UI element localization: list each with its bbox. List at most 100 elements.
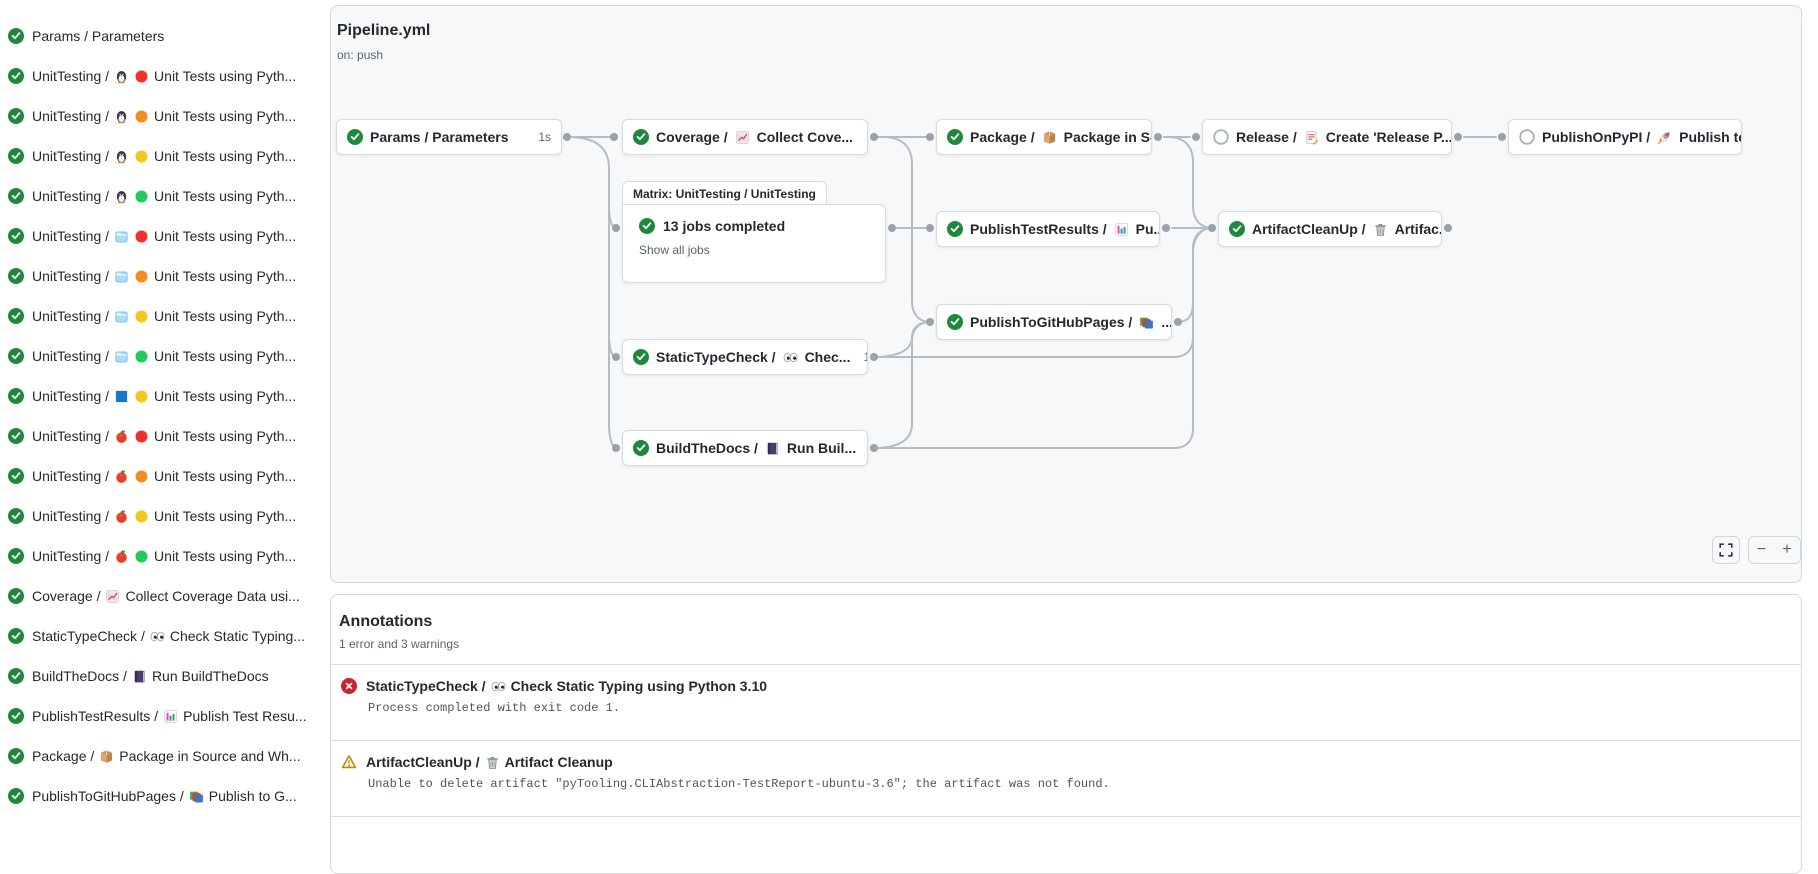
sidebar-job-item[interactable]: UnitTesting /Unit Tests using Pyth...: [0, 56, 330, 96]
dot-green-icon: [134, 549, 149, 564]
node-success-icon: [347, 129, 363, 145]
sidebar-job-item[interactable]: UnitTesting /Unit Tests using Pyth...: [0, 296, 330, 336]
job-label-suffix: Unit Tests using Pyth...: [154, 108, 297, 124]
dot-yellow-icon: [134, 309, 149, 324]
sidebar-job-item[interactable]: UnitTesting / Unit Tests using Pyth...: [0, 176, 330, 216]
graph-node-publishtestresults[interactable]: PublishTestResults /Pu...17s: [936, 211, 1160, 247]
sidebar-job-item[interactable]: StaticTypeCheck /Check Static Typing...: [0, 616, 330, 656]
job-success-icon: [8, 28, 24, 44]
zoom-in-button[interactable]: +: [1774, 536, 1801, 564]
node-success-icon: [633, 440, 649, 456]
error-icon: [341, 678, 357, 694]
sidebar-job-item[interactable]: UnitTesting /Unit Tests using Pyth...: [0, 416, 330, 456]
node-success-icon: [633, 349, 649, 365]
job-label-suffix: Unit Tests using Pyth...: [154, 188, 297, 204]
sidebar-job-item[interactable]: BuildTheDocs /Run BuildTheDocs: [0, 656, 330, 696]
sidebar-job-item[interactable]: UnitTesting /Unit Tests using Pyth...: [0, 216, 330, 256]
job-label: StaticTypeCheck /Check Static Typing...: [32, 628, 305, 644]
node-success-icon: [1229, 221, 1245, 237]
job-label-prefix: UnitTesting /: [32, 148, 110, 164]
sidebar-job-item[interactable]: UnitTesting /Unit Tests using Pyth...: [0, 496, 330, 536]
workflow-graph-card: [330, 5, 1802, 583]
package-icon: [1042, 130, 1057, 145]
dot-orange-icon: [134, 469, 149, 484]
package-icon: [99, 749, 114, 764]
penguin-icon: [114, 189, 129, 204]
sidebar-job-item[interactable]: Package /Package in Source and Wh...: [0, 736, 330, 776]
job-success-icon: [8, 148, 24, 164]
eyes-icon: [783, 350, 798, 365]
sidebar-job-item[interactable]: Params / Parameters: [0, 16, 330, 56]
node-success-icon: [633, 129, 649, 145]
matrix-group-card: 13 jobs completed Show all jobs: [622, 204, 886, 283]
show-all-jobs-link[interactable]: Show all jobs: [639, 243, 710, 257]
node-label-suffix: ...: [1161, 314, 1172, 330]
sidebar-job-item[interactable]: UnitTesting /Unit Tests using Pyth...: [0, 336, 330, 376]
dot-red-icon: [134, 429, 149, 444]
graph-node-buildthedocs[interactable]: BuildTheDocs /Run Buil...47s: [622, 430, 868, 466]
job-label-prefix: StaticTypeCheck /: [32, 628, 145, 644]
node-duration: 47s: [863, 441, 867, 455]
graph-node-package[interactable]: Package /Package in So...25s: [936, 119, 1152, 155]
job-label: UnitTesting /Unit Tests using Pyth...: [32, 428, 296, 444]
chart-up-icon: [105, 589, 120, 604]
sidebar-job-item[interactable]: UnitTesting /Unit Tests using Pyth...: [0, 256, 330, 296]
job-label: BuildTheDocs /Run BuildTheDocs: [32, 668, 269, 684]
job-label-suffix: Unit Tests using Pyth...: [154, 228, 297, 244]
matrix-completed-label: 13 jobs completed: [663, 218, 786, 234]
sidebar-job-item[interactable]: UnitTesting /Unit Tests using Pyth...: [0, 96, 330, 136]
graph-node-publishonpypi[interactable]: PublishOnPyPI /Publish to ...: [1508, 119, 1742, 155]
annotation-message: Process completed with exit code 1.: [368, 701, 621, 715]
zoom-out-button[interactable]: −: [1748, 536, 1775, 564]
job-label: UnitTesting /Unit Tests using Pyth...: [32, 388, 296, 404]
job-label-prefix: UnitTesting /: [32, 188, 110, 204]
node-label-prefix: BuildTheDocs /: [656, 440, 758, 456]
job-label-suffix: Publish to G...: [208, 788, 297, 804]
graph-node-artifactcleanup[interactable]: ArtifactCleanUp /Artifac...3s: [1218, 211, 1442, 247]
fullscreen-button[interactable]: [1712, 536, 1740, 564]
job-success-icon: [8, 668, 24, 684]
job-label: UnitTesting /Unit Tests using Pyth...: [32, 228, 296, 244]
sidebar-job-item[interactable]: PublishTestResults /Publish Test Resu...: [0, 696, 330, 736]
node-label-prefix: StaticTypeCheck /: [656, 349, 776, 365]
job-label-prefix: UnitTesting /: [32, 428, 110, 444]
sidebar-job-item[interactable]: UnitTesting /Unit Tests using Pyth...: [0, 456, 330, 496]
job-label-suffix: Unit Tests using Pyth...: [154, 508, 297, 524]
ice-cube-icon: [114, 309, 129, 324]
job-label: Params / Parameters: [32, 28, 164, 44]
matrix-tab-label: Matrix: UnitTesting / UnitTesting: [622, 181, 827, 206]
sidebar-job-item[interactable]: UnitTesting /Unit Tests using Pyth...: [0, 376, 330, 416]
annotations-summary: 1 error and 3 warnings: [339, 637, 460, 651]
dot-green-icon: [134, 349, 149, 364]
node-label-prefix: Release /: [1236, 129, 1297, 145]
job-label: UnitTesting /Unit Tests using Pyth...: [32, 148, 296, 164]
job-label: PublishToGitHubPages /Publish to G...: [32, 788, 297, 804]
job-success-icon: [8, 108, 24, 124]
workflow-file-title: Pipeline.yml: [337, 22, 431, 39]
apple-icon: [114, 429, 129, 444]
annotation-title-suffix: Check Static Typing using Python 3.10: [510, 678, 768, 694]
annotation-title-suffix: Artifact Cleanup: [504, 754, 613, 770]
job-label: UnitTesting /Unit Tests using Pyth...: [32, 508, 296, 524]
graph-node-coverage[interactable]: Coverage /Collect Cove...25s: [622, 119, 868, 155]
dot-yellow-icon: [134, 509, 149, 524]
job-label-prefix: BuildTheDocs /: [32, 668, 127, 684]
job-label-prefix: Params / Parameters: [32, 28, 165, 44]
sidebar-job-item[interactable]: Coverage /Collect Coverage Data usi...: [0, 576, 330, 616]
graph-node-release[interactable]: Release /Create 'Release P...: [1202, 119, 1452, 155]
job-label-suffix: Collect Coverage Data usi...: [125, 588, 300, 604]
memo-icon: [1304, 130, 1319, 145]
sidebar-job-item[interactable]: PublishToGitHubPages /Publish to G...: [0, 776, 330, 816]
job-label: PublishTestResults /Publish Test Resu...: [32, 708, 307, 724]
graph-node-publishtogithubpages[interactable]: PublishToGitHubPages /...13s: [936, 304, 1172, 340]
sidebar-job-item[interactable]: UnitTesting /Unit Tests using Pyth...: [0, 136, 330, 176]
ice-cube-icon: [114, 349, 129, 364]
sidebar-job-item[interactable]: UnitTesting /Unit Tests using Pyth...: [0, 536, 330, 576]
eyes-icon: [150, 629, 165, 644]
node-success-icon: [947, 314, 963, 330]
node-pending-icon: [1213, 129, 1229, 145]
graph-node-statictypecheck[interactable]: StaticTypeCheck /Chec...13s: [622, 339, 868, 375]
node-duration: 25s: [860, 130, 867, 144]
